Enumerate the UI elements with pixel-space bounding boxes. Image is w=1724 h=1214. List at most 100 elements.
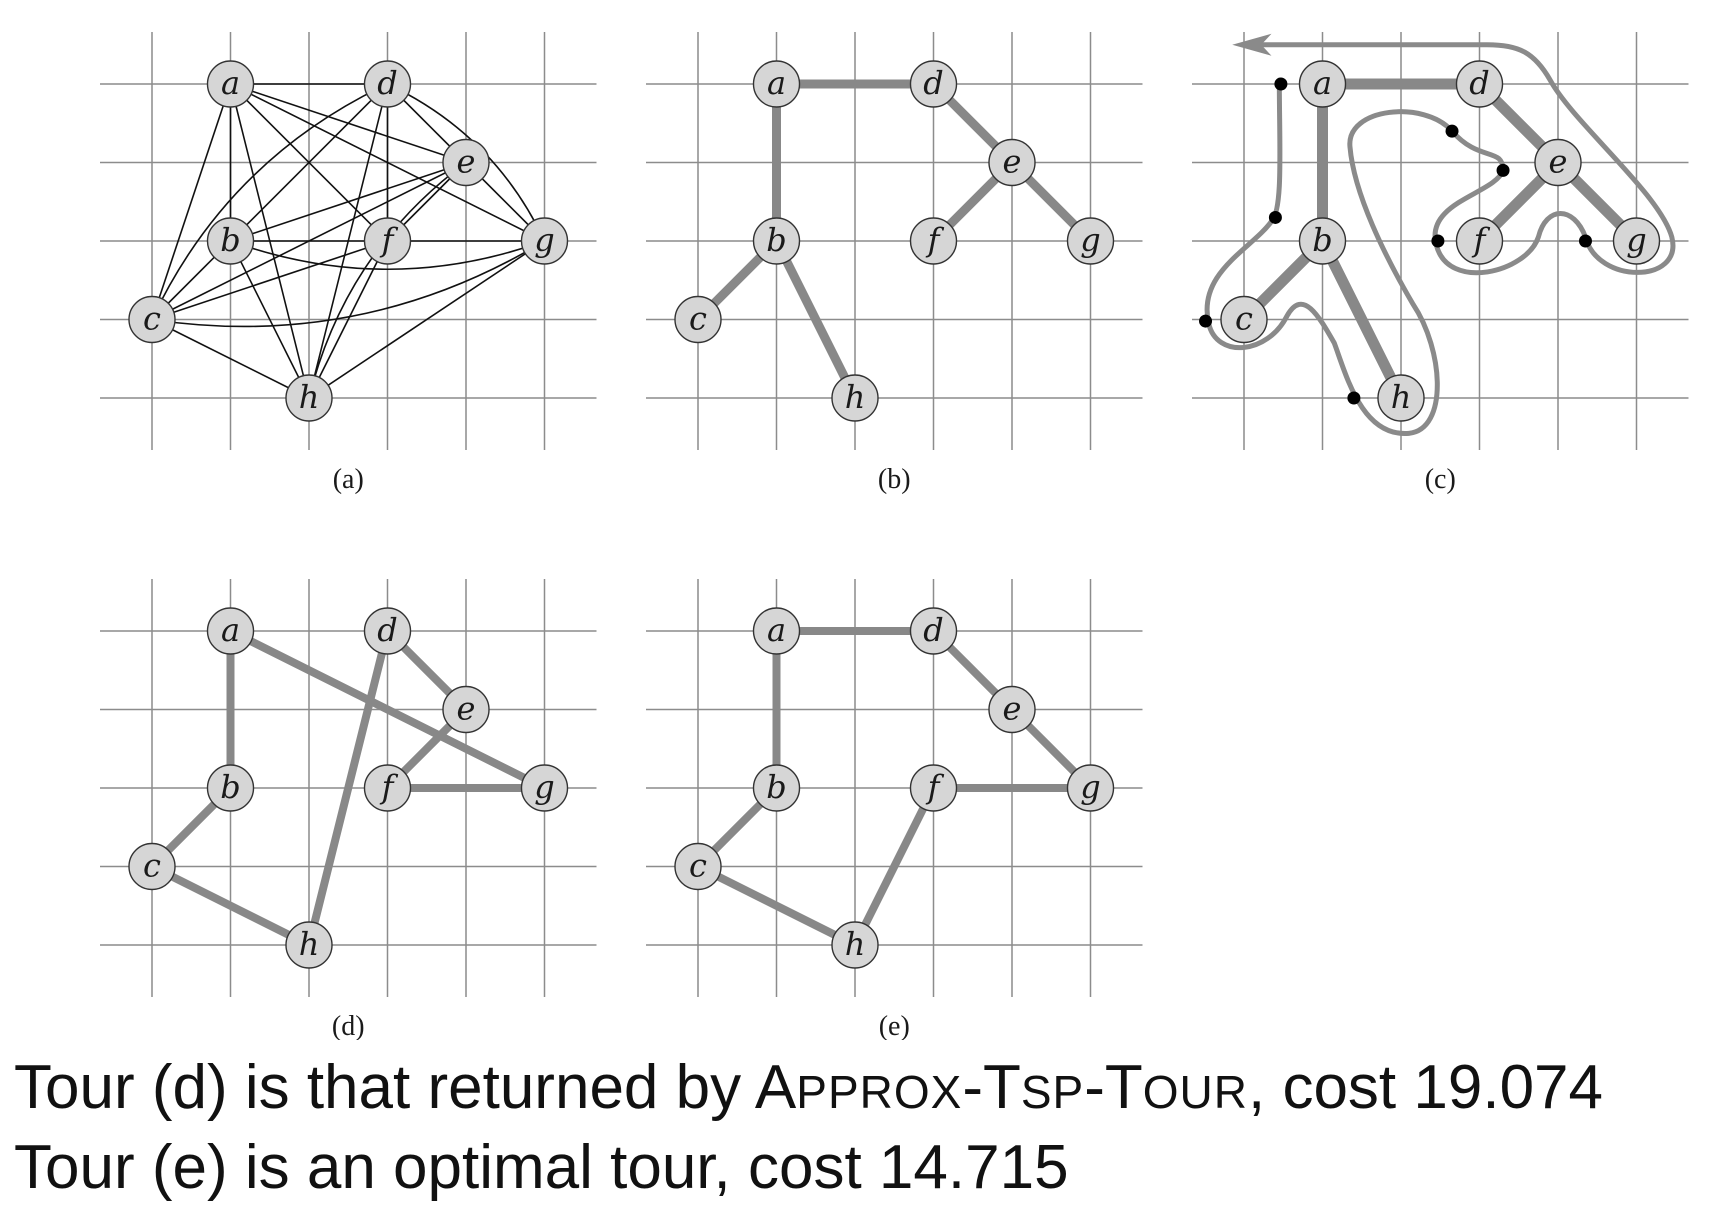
vertex-circle	[206, 764, 255, 812]
graph-edge-g-h	[308, 240, 545, 399]
vertex-b: b	[206, 217, 255, 265]
vertex-a: a	[206, 60, 255, 108]
vertex-c: c	[1220, 295, 1268, 344]
vertex-circle	[1220, 295, 1268, 344]
graph-edge-b-g	[230, 240, 545, 270]
vertex-circle	[752, 607, 801, 655]
vertex-circle	[285, 374, 333, 422]
vertex-circle	[909, 764, 958, 812]
vertex-label: g	[1080, 221, 1100, 259]
tour-edge-c-h	[148, 862, 313, 949]
walk-visit-dot	[1578, 234, 1592, 248]
preorder-walk-path	[1204, 42, 1676, 436]
vertex-e: e	[988, 138, 1036, 187]
graph-edge-b-e	[230, 161, 467, 242]
caption-line-2: Tour (e) is an optimal tour, cost 14.715	[14, 1133, 1069, 1202]
vertex-label: c	[1235, 300, 1253, 338]
tour-edge-h-d	[305, 627, 392, 949]
walk-visit-dot	[1274, 77, 1288, 91]
vertex-circle	[1534, 138, 1582, 187]
vertex-label: c	[689, 300, 707, 338]
vertex-f: f	[363, 764, 412, 812]
mst-edge-b-h	[1317, 235, 1407, 404]
vertex-g: g	[520, 764, 569, 812]
vertex-circle	[909, 217, 958, 265]
vertex-label: d	[377, 64, 397, 102]
panel-caption: (a)	[333, 464, 364, 495]
vertex-label: h	[1391, 378, 1412, 416]
vertex-c: c	[128, 842, 176, 891]
vertex-b: b	[752, 764, 801, 812]
vertex-label: d	[377, 611, 397, 649]
vertex-label: d	[923, 64, 943, 102]
vertex-c: c	[674, 295, 722, 344]
vertex-e: e	[442, 138, 490, 187]
vertex-e: e	[442, 685, 490, 734]
vertex-circle	[1066, 764, 1115, 812]
vertex-circle	[363, 60, 412, 108]
vertex-f: f	[909, 217, 958, 265]
vertex-label: a	[221, 64, 240, 102]
graph-edge-c-e	[151, 161, 467, 321]
vertex-circle	[909, 60, 958, 108]
vertex-label: d	[1469, 64, 1489, 102]
vertex-circle	[442, 138, 490, 187]
vertex-circle	[1377, 374, 1425, 422]
vertex-c: c	[674, 842, 722, 891]
vertex-label: g	[1626, 221, 1646, 259]
vertex-g: g	[1066, 217, 1115, 265]
graph-edge-a-c	[151, 83, 232, 320]
vertex-d: d	[363, 607, 412, 655]
mst-edge-b-h	[772, 236, 860, 403]
vertex-a: a	[752, 607, 801, 655]
vertex-label: d	[923, 611, 943, 649]
vertex-e: e	[988, 685, 1036, 734]
figure-caption: Tour (d) is that returned by APPROX-TSP-…	[14, 1050, 1603, 1206]
panel-caption: (d)	[332, 1011, 365, 1040]
vertex-h: h	[831, 921, 879, 969]
vertex-circle	[752, 764, 801, 812]
vertex-h: h	[1377, 374, 1425, 422]
vertex-g: g	[1066, 764, 1115, 812]
vertex-label: a	[1313, 64, 1332, 102]
tour-edge-h-c	[694, 862, 859, 949]
panel-caption: (e)	[879, 1011, 910, 1040]
vertex-c: c	[128, 295, 176, 344]
caption-line-1-prefix: Tour (d) is that returned by	[14, 1053, 755, 1122]
panel-caption: (c)	[1425, 464, 1456, 495]
vertex-label: e	[1003, 143, 1022, 181]
vertex-g: g	[520, 217, 569, 265]
vertex-circle	[1455, 217, 1504, 265]
caption-algorithm-name: APPROX-TSP-TOUR	[754, 1053, 1248, 1122]
graph-edge-c-f	[151, 240, 388, 321]
vertex-circle	[128, 295, 176, 344]
vertex-f: f	[909, 764, 958, 812]
vertex-a: a	[752, 60, 801, 108]
panel-caption: (b)	[878, 464, 911, 495]
vertex-circle	[1298, 217, 1347, 265]
graph-edge-c-d	[151, 83, 388, 320]
walk-visit-dot	[1268, 210, 1282, 224]
vertex-a: a	[1298, 60, 1347, 108]
walk-visit-dot	[1431, 234, 1445, 248]
panel-e-optimal-tour: a bc d ef g h (e)	[646, 579, 1143, 1040]
vertex-label: g	[534, 221, 554, 259]
vertex-label: e	[457, 690, 476, 728]
vertex-circle	[674, 842, 722, 891]
vertex-circle	[1612, 217, 1661, 265]
vertex-label: b	[1312, 221, 1332, 259]
tour-edge-f-h	[851, 784, 938, 949]
vertex-circle	[988, 138, 1036, 187]
vertex-label: b	[220, 768, 240, 806]
vertex-circle	[674, 295, 722, 344]
vertex-d: d	[909, 607, 958, 655]
vertex-circle	[752, 217, 801, 265]
vertex-b: b	[1298, 217, 1347, 265]
walk-visit-dot	[1347, 391, 1361, 405]
vertex-circle	[206, 607, 255, 655]
vertex-label: h	[299, 378, 320, 416]
tour-edge-g-a	[226, 627, 549, 792]
vertex-circle	[1066, 217, 1115, 265]
